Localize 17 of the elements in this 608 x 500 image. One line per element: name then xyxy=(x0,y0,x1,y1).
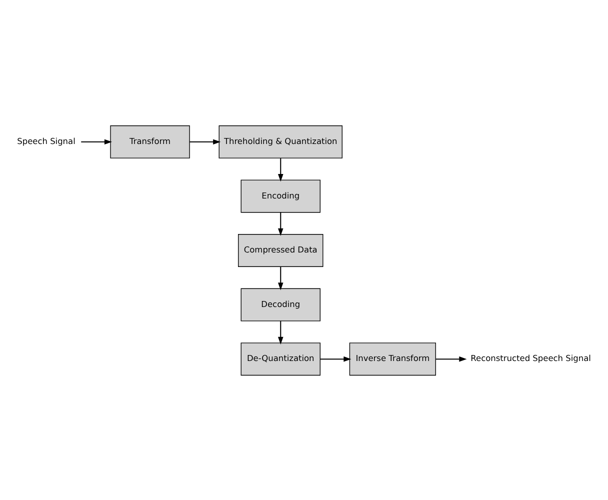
arrow xyxy=(190,138,221,144)
node-text: Reconstructed Speech Signal xyxy=(470,352,591,363)
node-box: Transform xyxy=(110,124,190,158)
arrow xyxy=(436,356,467,362)
arrow xyxy=(81,138,112,144)
node-box: Compressed Data xyxy=(238,234,324,266)
arrow xyxy=(278,266,284,290)
node-box: Threholding & Quantization xyxy=(218,124,342,158)
node-box: Inverse Transform xyxy=(349,342,436,376)
arrow xyxy=(278,320,284,344)
arrow xyxy=(278,212,284,236)
node-box: Decoding xyxy=(240,288,320,321)
arrow xyxy=(320,356,352,362)
arrow xyxy=(278,158,284,182)
node-box: De-Quantization xyxy=(240,342,320,376)
node-box: Encoding xyxy=(240,179,320,212)
node-text: Speech Signal xyxy=(17,136,76,146)
